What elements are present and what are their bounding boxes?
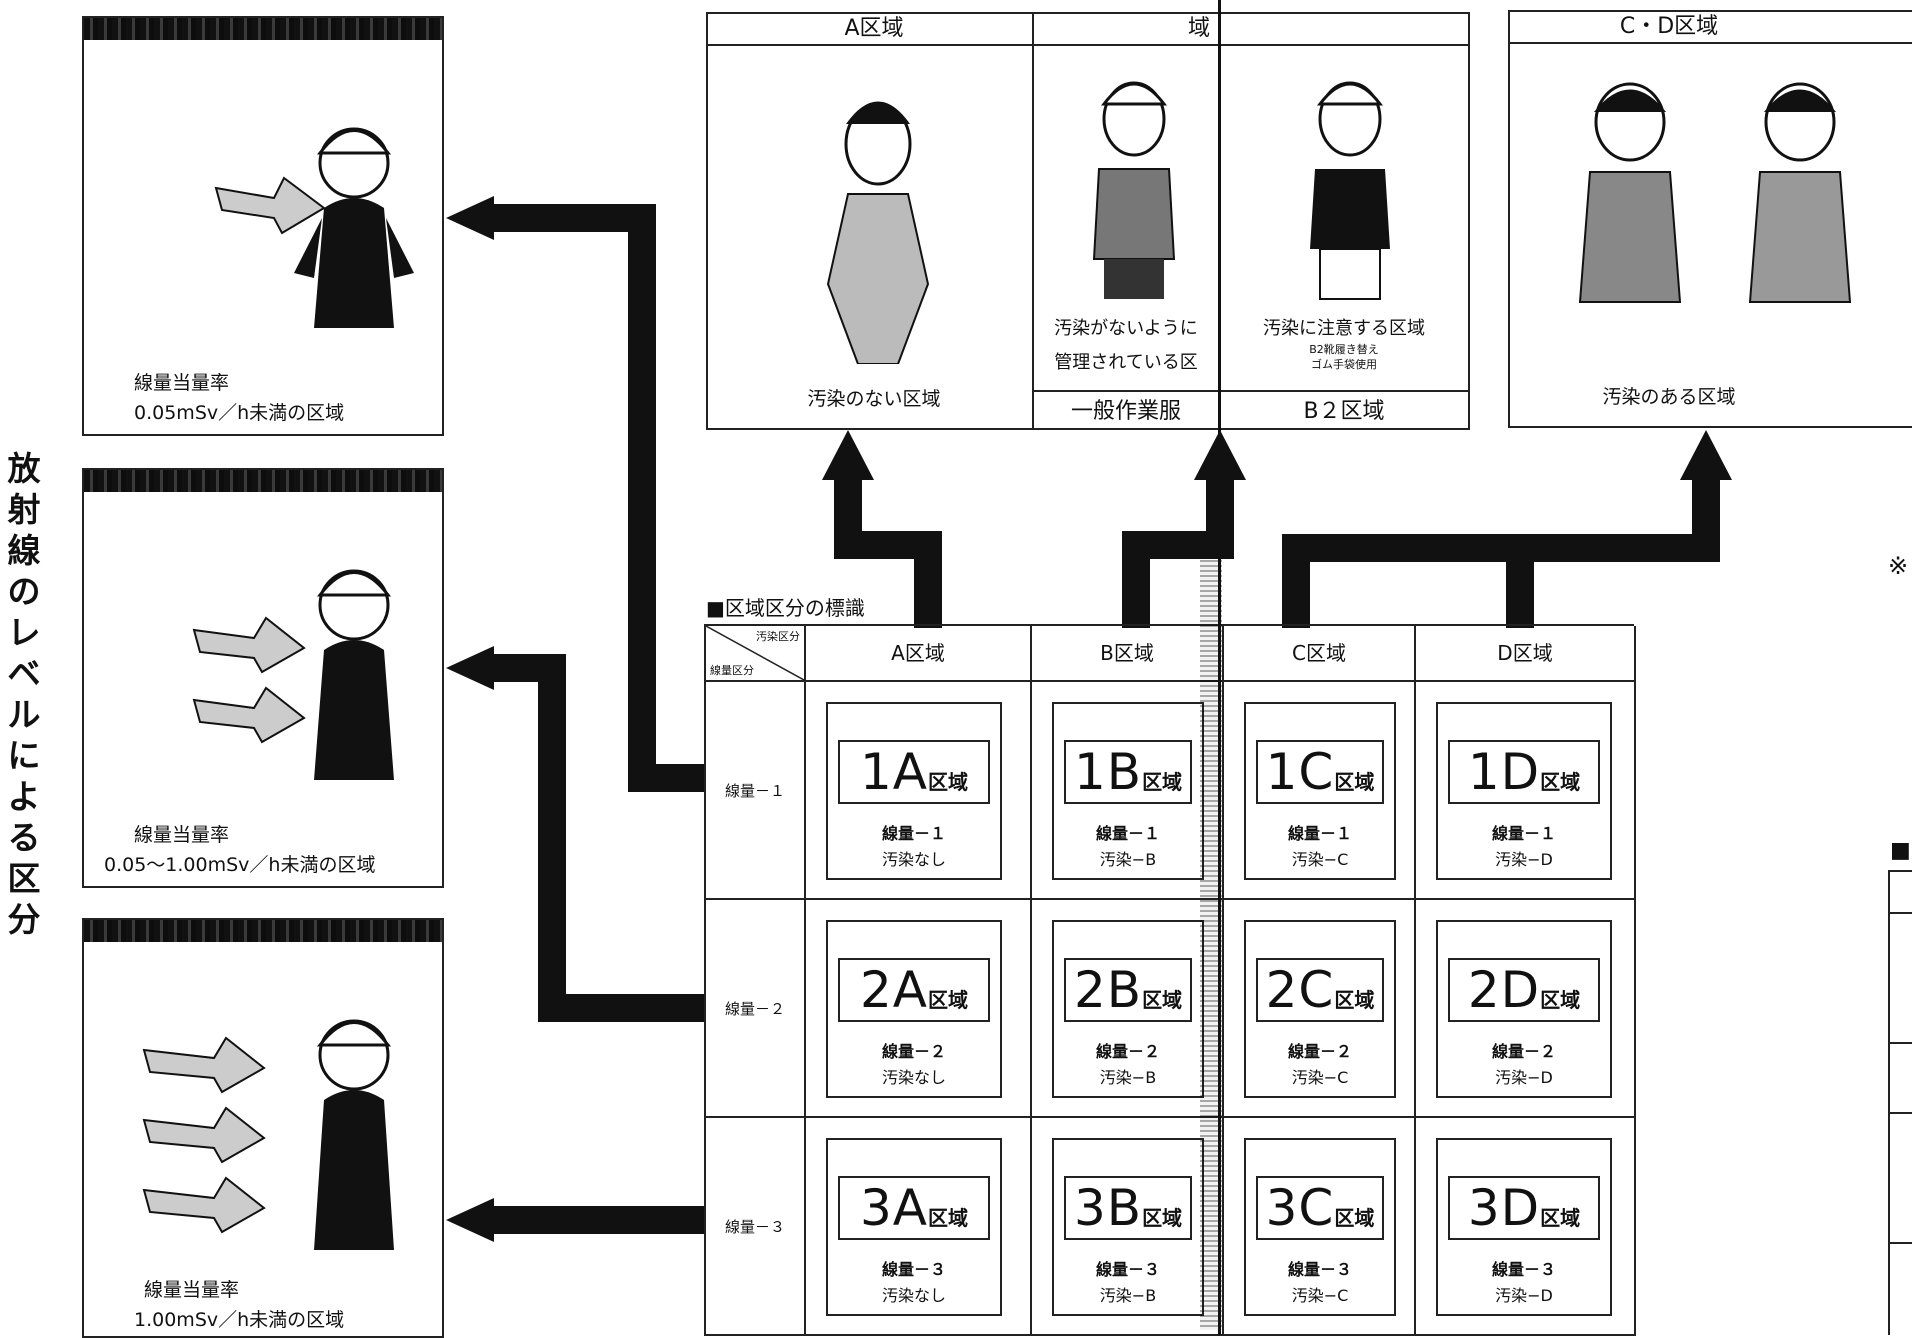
- arrow-head-up-icon: [1680, 430, 1732, 480]
- connector-line-dose-2: [494, 668, 706, 1008]
- column-header-b: B区域: [1032, 626, 1224, 682]
- connector-line-cd: [1296, 480, 1706, 628]
- arrow-head-left-icon: [446, 1198, 494, 1242]
- column-header-d: D区域: [1416, 626, 1636, 682]
- partial-table-edge: [1888, 870, 1912, 1335]
- corner-label-contamination: 汚染区分: [756, 628, 800, 644]
- row-header-dose-3: 線量－３: [706, 1118, 806, 1336]
- row-header-dose-1: 線量－１: [706, 682, 806, 900]
- matrix-corner: 汚染区分 線量区分: [706, 626, 806, 682]
- arrow-head-left-icon: [446, 646, 494, 690]
- column-header-a: A区域: [806, 626, 1032, 682]
- connector-line-dose-1: [494, 218, 706, 778]
- square-mark: ■: [1890, 838, 1911, 863]
- zone-matrix: 汚染区分 線量区分 A区域 B区域 C区域 D区域 線量－１ 線量－２ 線量－３…: [704, 624, 1634, 1336]
- corner-label-dose: 線量区分: [710, 662, 754, 678]
- table-heading: ■区域区分の標識: [706, 592, 865, 621]
- column-header-c: C区域: [1224, 626, 1416, 682]
- asterisk-mark: ※: [1888, 552, 1908, 580]
- arrow-head-left-icon: [446, 196, 494, 240]
- row-header-dose-2: 線量－２: [706, 900, 806, 1118]
- page-fold-line: [1218, 0, 1221, 1335]
- arrow-head-up-icon: [822, 430, 874, 480]
